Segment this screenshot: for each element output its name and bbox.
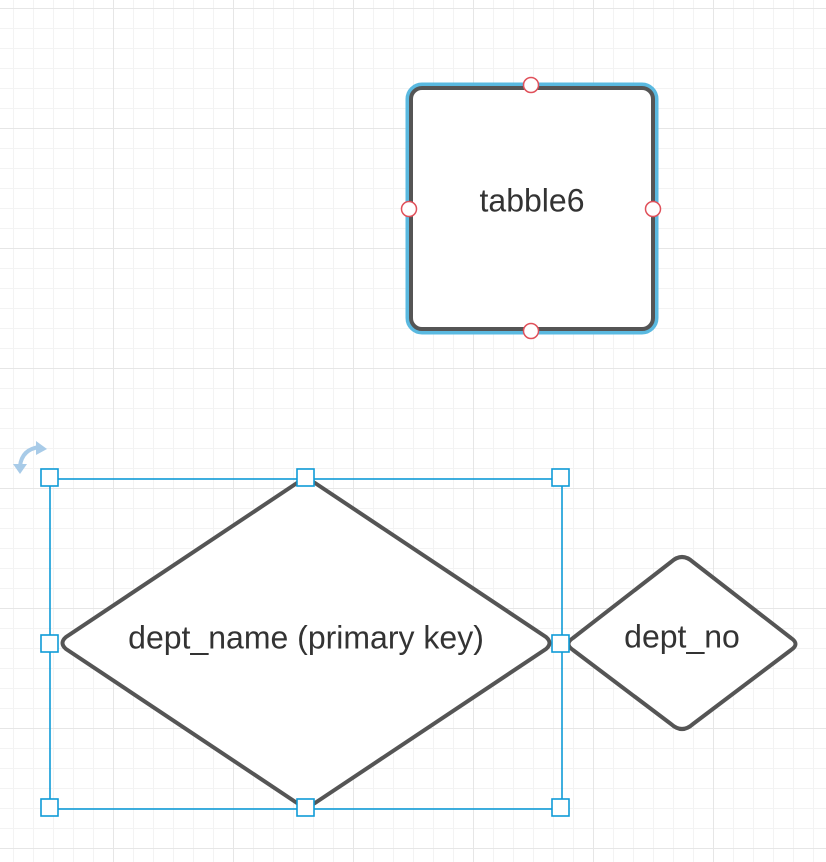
resize-handle-icon[interactable] xyxy=(551,468,570,487)
resize-handle-icon[interactable] xyxy=(40,468,59,487)
resize-handle-icon[interactable] xyxy=(40,798,59,817)
attribute-label: dept_no xyxy=(624,618,740,654)
selection-box xyxy=(40,468,570,817)
resize-handle-icon[interactable] xyxy=(296,798,315,817)
connection-point-icon[interactable] xyxy=(522,322,540,340)
resize-handle-icon[interactable] xyxy=(40,634,59,653)
primary-key-label: dept_name (primary key) xyxy=(128,619,484,655)
table-shape[interactable]: tabble6 xyxy=(400,76,662,340)
attribute-diamond-shape[interactable]: dept_no xyxy=(566,555,798,731)
connection-point-icon[interactable] xyxy=(644,200,662,218)
resize-handle-icon[interactable] xyxy=(551,798,570,817)
rotate-icon[interactable] xyxy=(13,441,47,474)
connection-point-icon[interactable] xyxy=(522,76,540,94)
table-label: tabble6 xyxy=(480,182,585,218)
connection-point-icon[interactable] xyxy=(400,200,418,218)
resize-handle-icon[interactable] xyxy=(296,468,315,487)
primary-key-diamond-shape[interactable]: dept_name (primary key) xyxy=(60,478,552,808)
resize-handle-icon[interactable] xyxy=(551,634,570,653)
